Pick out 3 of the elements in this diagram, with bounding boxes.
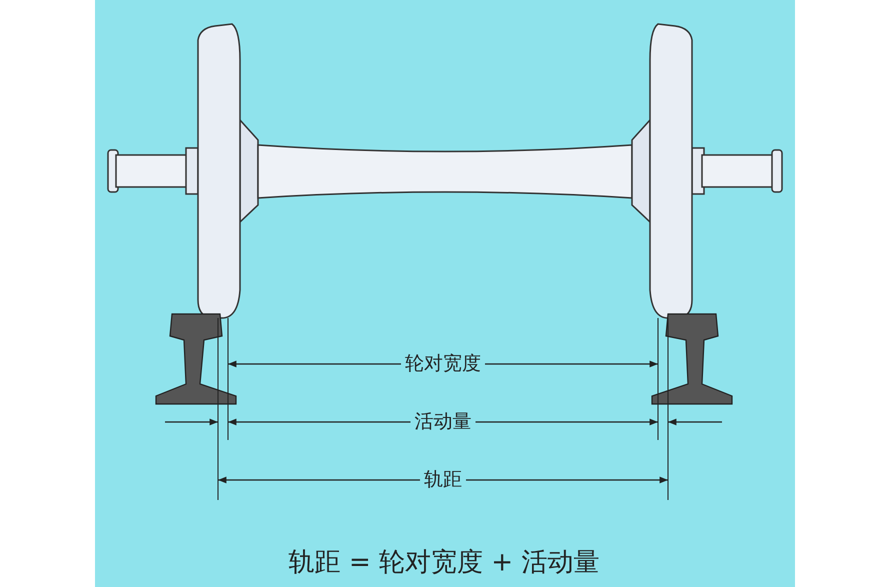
caption: 轨距 = 轮对宽度 + 活动量 [288, 546, 600, 580]
dimension-label: 活动量 [410, 410, 476, 434]
dimension-label: 轮对宽度 [401, 352, 485, 376]
